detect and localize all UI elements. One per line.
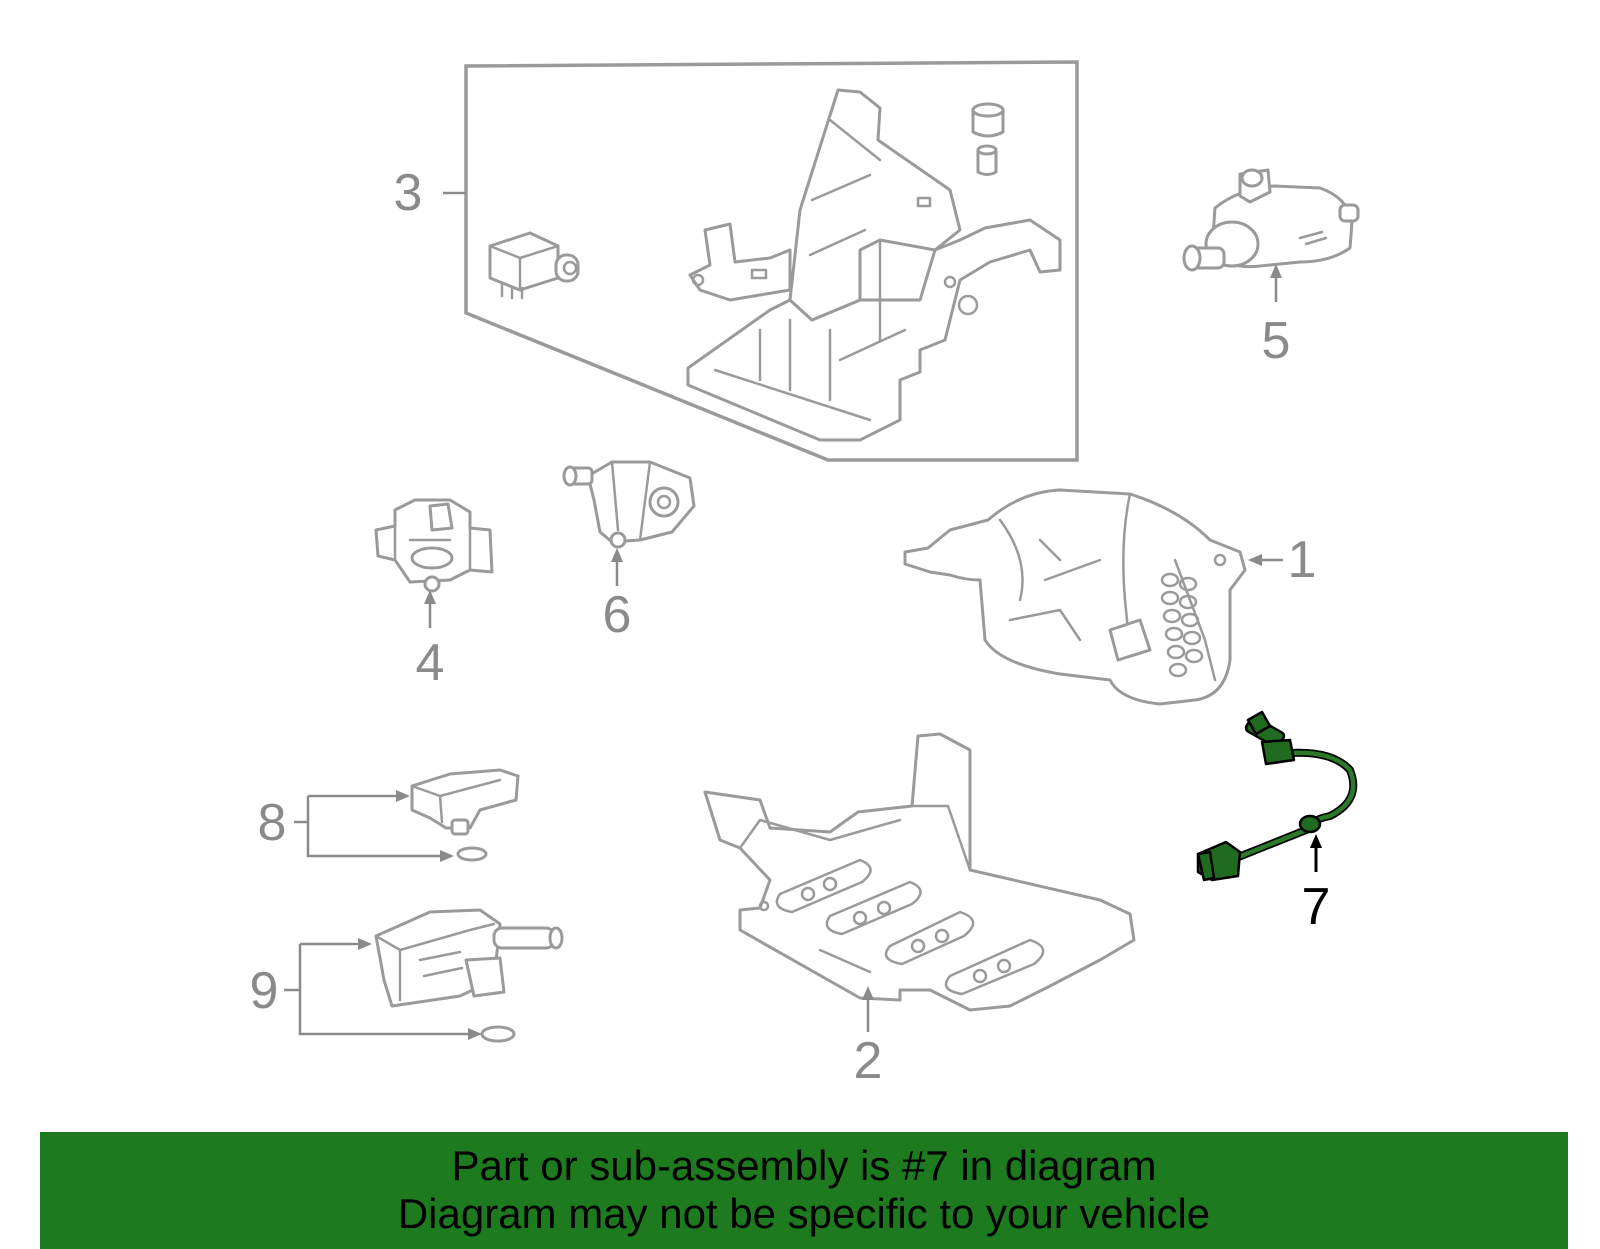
part-4-drawing bbox=[374, 498, 494, 593]
part-3-assembly[interactable]: 3 bbox=[394, 60, 1079, 462]
callout-6-arrow bbox=[611, 548, 623, 562]
callout-8-arrow-top bbox=[396, 790, 410, 802]
callout-1-arrow bbox=[1248, 554, 1262, 566]
info-banner: Part or sub-assembly is #7 in diagram Di… bbox=[40, 1132, 1568, 1249]
callout-8[interactable]: 8 bbox=[258, 794, 287, 852]
part-1-drawing bbox=[903, 488, 1247, 706]
callout-2[interactable]: 2 bbox=[854, 1032, 883, 1090]
banner-line-disclaimer: Diagram may not be specific to your vehi… bbox=[397, 1190, 1211, 1237]
part-8-drawing bbox=[410, 768, 520, 862]
callout-4-arrow bbox=[424, 590, 436, 604]
callout-8-arrow-bottom bbox=[440, 850, 454, 862]
parts-diagram: 3 5 4 bbox=[250, 60, 1360, 1090]
part-8[interactable]: 8 bbox=[258, 768, 520, 862]
part-6-drawing bbox=[562, 460, 696, 549]
part-3-sensor bbox=[488, 231, 580, 300]
part-7-drawing bbox=[1196, 710, 1358, 882]
part-3-grommets bbox=[971, 102, 1005, 176]
callout-7[interactable]: 7 bbox=[1302, 878, 1331, 936]
callout-6[interactable]: 6 bbox=[603, 586, 632, 644]
callout-5[interactable]: 5 bbox=[1262, 312, 1291, 370]
callout-2-arrow bbox=[862, 986, 874, 1000]
part-9-drawing bbox=[374, 908, 564, 1043]
part-4[interactable]: 4 bbox=[374, 498, 494, 692]
callout-9[interactable]: 9 bbox=[250, 962, 279, 1020]
part-2-drawing bbox=[703, 732, 1136, 1012]
part-2-slots bbox=[775, 858, 1045, 996]
callout-5-arrow bbox=[1270, 264, 1282, 278]
callout-9-arrow-top bbox=[358, 938, 372, 950]
part-9[interactable]: 9 bbox=[250, 908, 564, 1043]
part-1-filter-cells bbox=[1160, 572, 1204, 678]
part-5-drawing bbox=[1182, 168, 1360, 272]
part-2[interactable]: 2 bbox=[703, 732, 1136, 1090]
part-3-frame bbox=[464, 60, 1079, 462]
callout-8-bracket bbox=[294, 794, 448, 858]
callout-1[interactable]: 1 bbox=[1288, 531, 1317, 589]
part-5[interactable]: 5 bbox=[1182, 168, 1360, 370]
part-6[interactable]: 6 bbox=[562, 460, 696, 644]
banner-line-part-number: Part or sub-assembly is #7 in diagram bbox=[451, 1142, 1157, 1189]
callout-9-arrow-bottom bbox=[468, 1028, 482, 1040]
part-7-highlighted[interactable]: 7 bbox=[1196, 710, 1358, 936]
callout-9-bracket bbox=[284, 942, 474, 1036]
part-3-bracket bbox=[686, 88, 1062, 442]
part-1[interactable]: 1 bbox=[903, 488, 1317, 706]
callout-7-arrow bbox=[1310, 834, 1322, 848]
callout-3[interactable]: 3 bbox=[394, 164, 423, 222]
callout-4[interactable]: 4 bbox=[416, 634, 445, 692]
